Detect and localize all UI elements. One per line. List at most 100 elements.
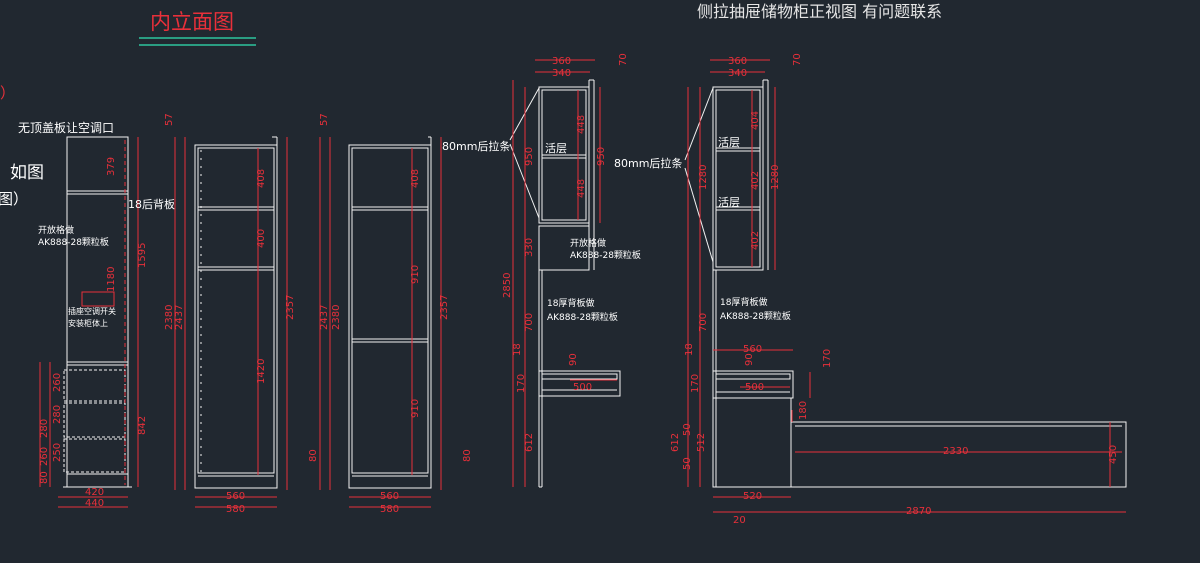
- dim-label: 560: [226, 491, 245, 502]
- dim-label: 170: [516, 374, 527, 393]
- dim-label: 500: [573, 382, 592, 393]
- dim-label: 2380: [164, 305, 175, 330]
- dimension-labels: 57 2437 2380 379 1595 1180 260 280 280 2…: [39, 53, 1119, 526]
- dim-label: 512: [696, 433, 707, 452]
- dim-label: 1280: [770, 165, 781, 190]
- note-pull-strip-c4: 80mm后拉条: [442, 139, 510, 153]
- cabinet-1-outline: [63, 136, 132, 488]
- note-open-shelf-c4-1: 开放格做: [570, 237, 606, 249]
- dim-label: 400: [256, 229, 267, 248]
- dim-label: 330: [524, 238, 535, 257]
- dim-label: 2870: [906, 506, 931, 517]
- dim-label: 950: [596, 147, 607, 166]
- dim-label: 2437: [319, 305, 330, 330]
- dim-label: 450: [1108, 445, 1119, 464]
- dim-label: 170: [690, 374, 701, 393]
- dim-label: 580: [380, 504, 399, 515]
- dim-label: 500: [745, 382, 764, 393]
- dim-label: 2380: [331, 305, 342, 330]
- note-no-top-panel: 无顶盖板让空调口: [18, 121, 114, 135]
- dim-label: 420: [85, 487, 104, 498]
- dim-label: 1180: [106, 267, 117, 292]
- dim-label: 612: [524, 433, 535, 452]
- dim-label: 842: [137, 416, 148, 435]
- dim-label: 170: [822, 349, 833, 368]
- dim-label: 70: [792, 53, 803, 66]
- dim-label: 580: [226, 504, 245, 515]
- dim-label: 340: [552, 68, 571, 79]
- cabinet-2-outline: [194, 136, 278, 489]
- dim-label: 612: [670, 433, 681, 452]
- note-open-shelf-1: 开放格做: [38, 224, 74, 236]
- cabinet-5-outline: [684, 79, 1127, 488]
- dim-label: 700: [698, 313, 709, 332]
- title-underline: [139, 37, 256, 46]
- edge-paren: ）: [0, 84, 15, 102]
- note-back-panel-c5-2: AK888-28颗粒板: [720, 310, 791, 322]
- dim-label: 408: [410, 169, 421, 188]
- dimension-lines: [39, 59, 1126, 513]
- dim-label: 402: [750, 171, 761, 190]
- dim-label: 90: [568, 353, 579, 366]
- dim-label: 280: [52, 405, 63, 424]
- dim-label: 448: [576, 115, 587, 134]
- note-open-shelf-2: AK888-28颗粒板: [38, 236, 109, 248]
- note-back-panel-c4-1: 18厚背板做: [547, 297, 594, 309]
- note-movable-shelf-c4: 活层: [545, 142, 567, 155]
- drawer-cabinet-title: 侧拉抽屉储物柜正视图 有问题联系: [697, 2, 943, 21]
- interior-elevation-title: 内立面图: [150, 10, 234, 34]
- dim-label: 260: [39, 447, 50, 466]
- dim-label: 180: [798, 401, 809, 420]
- dim-label: 2357: [285, 295, 296, 320]
- dim-label: 440: [85, 498, 104, 509]
- cabinet-3-outline: [348, 136, 432, 489]
- dim-label: 250: [52, 443, 63, 462]
- note-ac-switch-2: 安装柜体上: [68, 318, 108, 328]
- dim-label: 1280: [698, 165, 709, 190]
- dim-label: 57: [319, 113, 330, 126]
- dim-label: 560: [743, 344, 762, 355]
- dim-label: 50: [682, 423, 693, 436]
- dim-label: 1595: [137, 243, 148, 268]
- dim-label: 2850: [502, 273, 513, 298]
- dim-label: 2330: [943, 446, 968, 457]
- dim-label: 57: [164, 113, 175, 126]
- dim-label: 560: [380, 491, 399, 502]
- dim-label: 2437: [174, 305, 185, 330]
- edge-rutu: 如图: [10, 163, 44, 183]
- dim-label: 70: [618, 53, 629, 66]
- dim-label: 260: [52, 373, 63, 392]
- dim-label: 18: [512, 343, 523, 356]
- dim-label: 360: [552, 56, 571, 67]
- cabinet-notes: 无顶盖板让空调口 18后背板 开放格做 AK888-28颗粒板 插座空调开关 安…: [18, 121, 791, 328]
- dim-label: 280: [39, 419, 50, 438]
- dim-label: 20: [733, 515, 746, 526]
- note-pull-strip-c5: 80mm后拉条: [614, 156, 682, 170]
- dim-label: 404: [750, 111, 761, 130]
- note-movable-shelf-c5-a: 活层: [718, 136, 740, 149]
- dim-label: 80: [39, 471, 50, 484]
- edge-fragments: ） 如图 图）: [0, 84, 44, 208]
- dim-label: 379: [106, 157, 117, 176]
- note-ac-switch-1: 插座空调开关: [68, 306, 116, 316]
- dim-label: 80: [308, 449, 319, 462]
- note-movable-shelf-c5-b: 活层: [718, 196, 740, 209]
- dim-label: 80: [462, 449, 473, 462]
- dim-label: 520: [743, 491, 762, 502]
- dim-label: 1420: [256, 359, 267, 384]
- dim-label: 950: [524, 147, 535, 166]
- dim-label: 340: [728, 68, 747, 79]
- dim-label: 2357: [439, 295, 450, 320]
- cabinet-4-outline: [509, 79, 621, 488]
- dim-label: 910: [410, 265, 421, 284]
- dim-label: 402: [750, 231, 761, 250]
- dim-label: 90: [744, 353, 755, 366]
- dim-label: 910: [410, 399, 421, 418]
- dim-label: 18: [684, 343, 695, 356]
- dim-label: 408: [256, 169, 267, 188]
- dim-label: 360: [728, 56, 747, 67]
- note-back-panel-18: 18后背板: [128, 197, 175, 211]
- note-back-panel-c4-2: AK888-28颗粒板: [547, 311, 618, 323]
- dim-label: 448: [576, 179, 587, 198]
